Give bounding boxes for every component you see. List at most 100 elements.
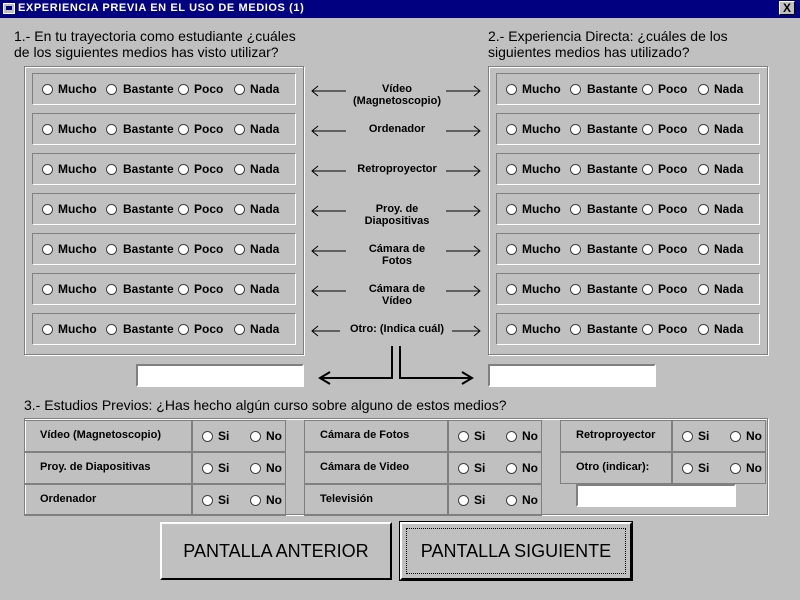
q2-row-7-poco-radio[interactable]	[642, 324, 653, 335]
q3-item-2-no-radio[interactable]	[506, 431, 517, 442]
q3-item-6-no-radio[interactable]	[730, 463, 741, 474]
q2-row-4-bastante-label: Bastante	[587, 202, 638, 216]
q1-row-2-mucho-label: Mucho	[58, 122, 97, 136]
q2-row-1-mucho-radio[interactable]	[506, 84, 517, 95]
q2-row-6-bastante-radio[interactable]	[570, 284, 581, 295]
q1-row-1-poco-label: Poco	[194, 82, 224, 96]
q2-row-3-bastante-radio[interactable]	[570, 164, 581, 175]
q1-row-5-bastante-radio[interactable]	[106, 244, 117, 255]
q1-row-2-mucho-radio[interactable]	[42, 124, 53, 135]
q2-row-4-nada-radio[interactable]	[698, 204, 709, 215]
q3-item-7-si-radio[interactable]	[202, 495, 213, 506]
q3-other-input[interactable]	[576, 484, 736, 507]
q2-row-4-poco-radio[interactable]	[642, 204, 653, 215]
q1-row-5-poco-radio[interactable]	[178, 244, 189, 255]
q3-item-1-si-radio[interactable]	[202, 431, 213, 442]
q3-item-3-no-radio[interactable]	[730, 431, 741, 442]
q1-row-4-mucho-radio[interactable]	[42, 204, 53, 215]
q2-row-7-bastante-radio[interactable]	[570, 324, 581, 335]
q1-row-4-bastante-label: Bastante	[123, 202, 174, 216]
q1-row-6-nada-radio[interactable]	[234, 284, 245, 295]
q1-row-3	[32, 153, 296, 185]
q2-other-input[interactable]	[488, 364, 656, 387]
previous-screen-button[interactable]: PANTALLA ANTERIOR	[160, 522, 392, 580]
q2-row-4-bastante-radio[interactable]	[570, 204, 581, 215]
q1-row-3-bastante-radio[interactable]	[106, 164, 117, 175]
q2-row-2-poco-radio[interactable]	[642, 124, 653, 135]
q1-group-frame	[24, 66, 304, 355]
q2-row-3-poco-radio[interactable]	[642, 164, 653, 175]
medium-label-3-line1: Retroproyector	[357, 163, 437, 175]
q1-row-4-nada-radio[interactable]	[234, 204, 245, 215]
q3-item-8-si-label: Si	[474, 493, 486, 507]
q2-row-6-nada-radio[interactable]	[698, 284, 709, 295]
q1-row-2-bastante-radio[interactable]	[106, 124, 117, 135]
q3-cell-radios-2	[448, 420, 542, 452]
q1-row-6-mucho-radio[interactable]	[42, 284, 53, 295]
q2-row-2-bastante-radio[interactable]	[570, 124, 581, 135]
q1-row-1-poco-radio[interactable]	[178, 84, 189, 95]
next-screen-label: PANTALLA SIGUIENTE	[420, 540, 612, 561]
q1-row-6-bastante-radio[interactable]	[106, 284, 117, 295]
q1-row-4-nada-label: Nada	[250, 202, 280, 216]
q1-row-6-poco-radio[interactable]	[178, 284, 189, 295]
q3-item-1-no-radio[interactable]	[250, 431, 261, 442]
q1-row-1-nada-radio[interactable]	[234, 84, 245, 95]
q2-row-1-poco-radio[interactable]	[642, 84, 653, 95]
q1-row-3-mucho-radio[interactable]	[42, 164, 53, 175]
q2-row-1-nada-radio[interactable]	[698, 84, 709, 95]
q1-row-1	[32, 73, 296, 105]
q3-item-label-1: Vídeo (Magnetoscopio)	[40, 429, 161, 441]
q2-row-4-mucho-radio[interactable]	[506, 204, 517, 215]
q3-item-8-no-radio[interactable]	[506, 495, 517, 506]
q1-row-5-mucho-radio[interactable]	[42, 244, 53, 255]
q2-row-6-bastante-label: Bastante	[587, 282, 638, 296]
q1-other-input[interactable]	[136, 364, 304, 387]
q1-row-2-poco-radio[interactable]	[178, 124, 189, 135]
q2-row-2-nada-radio[interactable]	[698, 124, 709, 135]
q2-row-7-nada-radio[interactable]	[698, 324, 709, 335]
q3-item-4-si-radio[interactable]	[202, 463, 213, 474]
q2-row-3-mucho-radio[interactable]	[506, 164, 517, 175]
q1-row-7-nada-radio[interactable]	[234, 324, 245, 335]
arrow-head	[473, 245, 481, 257]
q2-row-5-poco-radio[interactable]	[642, 244, 653, 255]
q1-row-7-mucho-radio[interactable]	[42, 324, 53, 335]
q2-row-1-nada-label: Nada	[714, 82, 744, 96]
q2-row-3-nada-radio[interactable]	[698, 164, 709, 175]
q3-item-5-si-radio[interactable]	[458, 463, 469, 474]
q3-item-2-si-radio[interactable]	[458, 431, 469, 442]
q2-row-1-bastante-radio[interactable]	[570, 84, 581, 95]
title-bar: EXPERIENCIA PREVIA EN EL USO DE MEDIOS (…	[0, 0, 800, 18]
close-button[interactable]: X	[779, 1, 795, 15]
q2-row-7-mucho-radio[interactable]	[506, 324, 517, 335]
q2-row-6-poco-radio[interactable]	[642, 284, 653, 295]
q3-item-8-si-radio[interactable]	[458, 495, 469, 506]
q2-row-5-mucho-radio[interactable]	[506, 244, 517, 255]
q3-item-7-no-radio[interactable]	[250, 495, 261, 506]
q3-item-8-no-label: No	[522, 493, 538, 507]
next-screen-button[interactable]: PANTALLA SIGUIENTE	[399, 521, 633, 581]
q1-row-3-nada-radio[interactable]	[234, 164, 245, 175]
q2-row-5-bastante-radio[interactable]	[570, 244, 581, 255]
q2-row-3-bastante-label: Bastante	[587, 162, 638, 176]
q1-row-1-mucho-radio[interactable]	[42, 84, 53, 95]
q3-item-5-no-radio[interactable]	[506, 463, 517, 474]
q1-row-7-bastante-radio[interactable]	[106, 324, 117, 335]
q1-row-4-bastante-radio[interactable]	[106, 204, 117, 215]
q3-item-3-si-radio[interactable]	[682, 431, 693, 442]
q1-row-6	[32, 273, 296, 305]
q2-row-2-mucho-radio[interactable]	[506, 124, 517, 135]
q3-item-6-si-radio[interactable]	[682, 463, 693, 474]
q1-row-7-poco-radio[interactable]	[178, 324, 189, 335]
q1-row-1-bastante-radio[interactable]	[106, 84, 117, 95]
q2-row-6-mucho-radio[interactable]	[506, 284, 517, 295]
medium-label-5-line2: Fotos	[382, 255, 412, 267]
q2-row-5-nada-radio[interactable]	[698, 244, 709, 255]
q1-row-5-nada-radio[interactable]	[234, 244, 245, 255]
q3-item-4-no-radio[interactable]	[250, 463, 261, 474]
q1-row-4-poco-radio[interactable]	[178, 204, 189, 215]
q1-row-2-nada-radio[interactable]	[234, 124, 245, 135]
q1-row-3-poco-radio[interactable]	[178, 164, 189, 175]
system-menu-icon[interactable]	[3, 3, 15, 14]
